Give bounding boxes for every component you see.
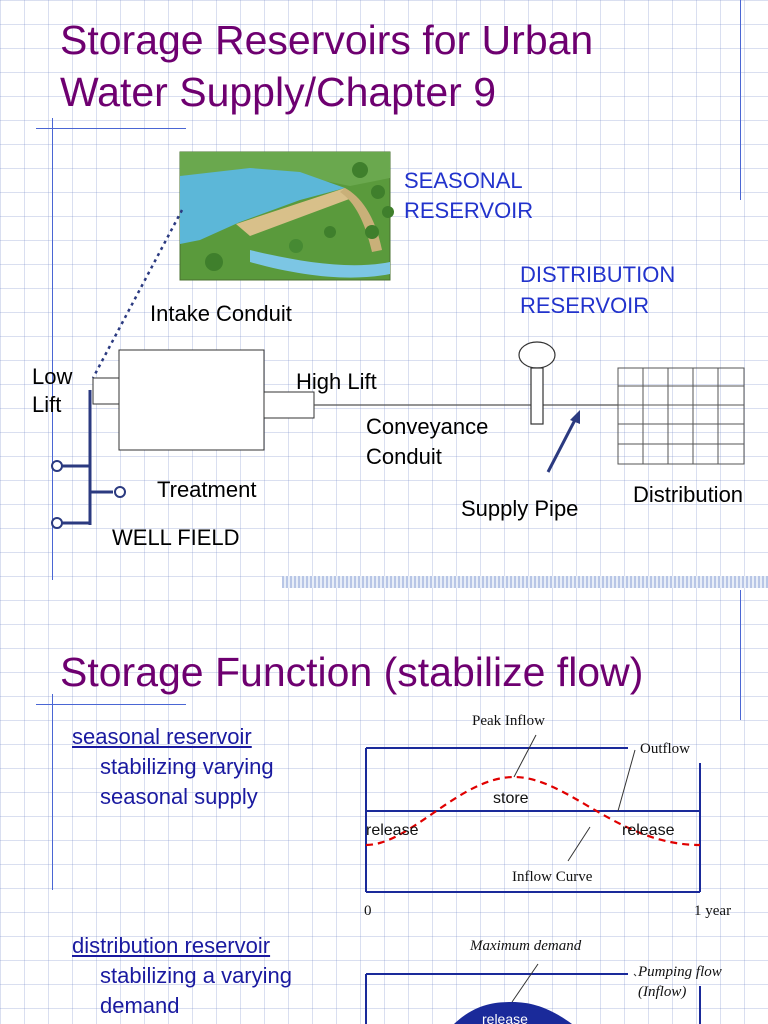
peak-inflow-label: Peak Inflow — [472, 713, 545, 729]
peak-inflow-leader — [513, 734, 537, 778]
conveyance-label-1: Conveyance — [366, 414, 489, 439]
supply-pipe-arrow — [546, 415, 579, 473]
treatment-plant — [118, 349, 265, 451]
inflow-curve — [365, 775, 701, 847]
left-rule-2 — [52, 694, 53, 890]
outflow-label: Outflow — [640, 741, 690, 757]
supply-pipe-arrowhead — [570, 410, 580, 424]
low-lift-pump — [92, 377, 120, 405]
inflow-curve-label: Inflow Curve — [512, 869, 593, 885]
seasonal-reservoir-illustration — [179, 151, 394, 281]
distribution-grid — [617, 367, 745, 465]
high-lift-label: High Lift — [296, 369, 377, 394]
treatment-label: Treatment — [157, 477, 257, 502]
x-axis-start: 0 — [364, 903, 372, 919]
slide-storage-function: Storage Function (stabilize flow) season… — [0, 580, 768, 1024]
release-label-right: release — [622, 822, 675, 839]
right-rule-2 — [740, 590, 741, 720]
left-rule — [52, 118, 53, 580]
high-lift-pump — [263, 391, 315, 419]
seasonal-reservoir-label-1: SEASONAL — [404, 168, 523, 193]
bullet-distribution-reservoir[interactable]: distribution reservoir — [72, 933, 271, 958]
distribution-label: Distribution — [633, 482, 744, 507]
low-lift-label-2: Lift — [32, 392, 62, 417]
slide-separator — [282, 576, 768, 588]
slide2-title: Storage Function (stabilize flow) — [60, 649, 644, 695]
well-field-label: WELL FIELD — [112, 525, 240, 550]
well-icons — [51, 460, 126, 529]
bullet-seasonal-line2: seasonal supply — [100, 784, 258, 809]
distribution-storage-chart: Maximum demand Pumping flow (Inflow) rel… — [365, 938, 722, 1024]
well-field-piping — [62, 390, 113, 525]
right-rule — [740, 0, 741, 200]
title-rule — [36, 128, 186, 129]
supply-pipe-label: Supply Pipe — [461, 496, 579, 521]
release-label-left: release — [366, 822, 419, 839]
pumping-flow-label-2: (Inflow) — [638, 984, 686, 1000]
inflow-curve-leader — [567, 826, 591, 862]
distribution-reservoir-tower — [518, 341, 556, 425]
bullet-seasonal-line1: stabilizing varying — [100, 754, 274, 779]
store-label: store — [493, 790, 529, 807]
maximum-demand-label: Maximum demand — [469, 938, 582, 954]
outflow-leader — [617, 749, 636, 812]
slide-title-line1: Storage Reservoirs for Urban — [60, 17, 594, 63]
bullet-seasonal-reservoir[interactable]: seasonal reservoir — [72, 724, 252, 749]
bullet-distribution-line1: stabilizing a varying — [100, 963, 292, 988]
distribution-reservoir-label-1: DISTRIBUTION — [520, 262, 676, 287]
chart2-release-label: release — [482, 1011, 528, 1024]
water-supply-schematic — [51, 151, 745, 529]
seasonal-reservoir-label-2: RESERVOIR — [404, 198, 534, 223]
slide-reservoir-system: Storage Reservoirs for Urban Water Suppl… — [32, 0, 745, 580]
slide-title-line2: Water Supply/Chapter 9 — [60, 69, 497, 115]
title2-rule — [36, 704, 186, 705]
x-axis-end: 1 year — [694, 903, 731, 919]
maximum-demand-leader — [511, 963, 539, 1003]
pumping-flow-leader — [633, 973, 637, 977]
bullet-distribution-line2: demand — [100, 993, 180, 1018]
pumping-flow-label-1: Pumping flow — [637, 964, 722, 980]
seasonal-storage-chart: Peak Inflow Outflow store release releas… — [364, 713, 731, 919]
demand-curve-peak — [454, 1002, 572, 1024]
distribution-reservoir-label-2: RESERVOIR — [520, 293, 650, 318]
intake-conduit-label: Intake Conduit — [150, 301, 292, 326]
conveyance-label-2: Conduit — [366, 444, 442, 469]
low-lift-label-1: Low — [32, 364, 73, 389]
